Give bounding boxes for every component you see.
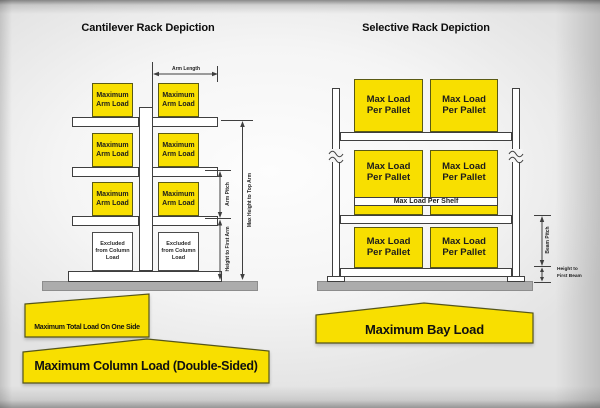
cantilever-column (139, 107, 153, 271)
max-arm-load-label: Maximum Arm Load (162, 91, 195, 108)
max-arm-load-box: Maximum Arm Load (92, 182, 133, 216)
rack-beam (340, 132, 512, 141)
beam-pitch-label: Beam Pitch (545, 226, 551, 254)
max-pallet-load-label: Max Load Per Pallet (442, 93, 486, 116)
column-load-shape (22, 338, 270, 384)
cantilever-arm (72, 117, 139, 127)
max-pallet-load-box: Max Load Per Pallet (354, 227, 423, 268)
rack-beam (340, 215, 512, 224)
one-side-load-label: Maximum Total Load On One Side (34, 324, 140, 331)
bay-load-label: Maximum Bay Load (365, 322, 484, 337)
max-pallet-load-label: Max Load Per Pallet (366, 235, 411, 258)
excluded-load-box: Excluded from Column Load (92, 232, 133, 271)
max-pallet-load-label: Max Load Per Pallet (366, 161, 411, 183)
max-arm-load-label: Maximum Arm Load (96, 190, 129, 207)
max-arm-load-label: Maximum Arm Load (96, 91, 129, 108)
selective-title: Selective Rack Depiction (362, 22, 490, 34)
max-arm-load-label: Maximum Arm Load (162, 141, 195, 158)
height-to-first-beam-label: Height to First Beam (557, 267, 582, 280)
height-to-first-arm-label: Height to First Arm (225, 226, 231, 272)
max-arm-load-box: Maximum Arm Load (158, 182, 199, 216)
max-shelf-load-label: Max Load Per Shelf (393, 198, 459, 205)
excluded-load-label: Excluded from Column Load (161, 240, 196, 262)
cantilever-arm (72, 167, 139, 177)
post-foot (327, 276, 345, 282)
max-arm-load-box: Maximum Arm Load (92, 83, 133, 117)
post-foot (507, 276, 525, 282)
max-pallet-load-label: Max Load Per Pallet (366, 93, 411, 116)
max-pallet-load-label: Max Load Per Pallet (442, 161, 486, 183)
cantilever-arm (72, 216, 139, 226)
rack-beam (340, 268, 512, 277)
bay-load-shape (315, 302, 534, 344)
cantilever-base (68, 271, 222, 282)
arm-pitch-label: Arm Pitch (225, 182, 231, 206)
one-side-load-shape (24, 293, 150, 338)
selective-floor (317, 281, 533, 291)
arm-length-label: Arm Length (171, 66, 201, 72)
max-pallet-load-box: Max Load Per Pallet (430, 79, 498, 132)
max-arm-load-label: Maximum Arm Load (162, 190, 195, 207)
max-arm-load-label: Maximum Arm Load (96, 141, 129, 158)
max-arm-load-box: Maximum Arm Load (92, 133, 133, 167)
max-arm-load-box: Maximum Arm Load (158, 83, 199, 117)
cantilever-title: Cantilever Rack Depiction (81, 22, 215, 34)
max-pallet-load-box: Max Load Per Pallet (354, 79, 423, 132)
max-height-top-arm-label: Max Height to Top Arm (247, 172, 253, 228)
max-arm-load-box: Maximum Arm Load (158, 133, 199, 167)
excluded-load-box: Excluded from Column Load (158, 232, 199, 271)
max-pallet-load-box: Max Load Per Pallet (430, 227, 498, 268)
max-shelf-load-bar: Max Load Per Shelf (354, 197, 498, 206)
column-load-label: Maximum Column Load (Double-Sided) (34, 359, 258, 373)
excluded-load-label: Excluded from Column Load (95, 240, 130, 262)
max-pallet-load-label: Max Load Per Pallet (442, 235, 486, 258)
